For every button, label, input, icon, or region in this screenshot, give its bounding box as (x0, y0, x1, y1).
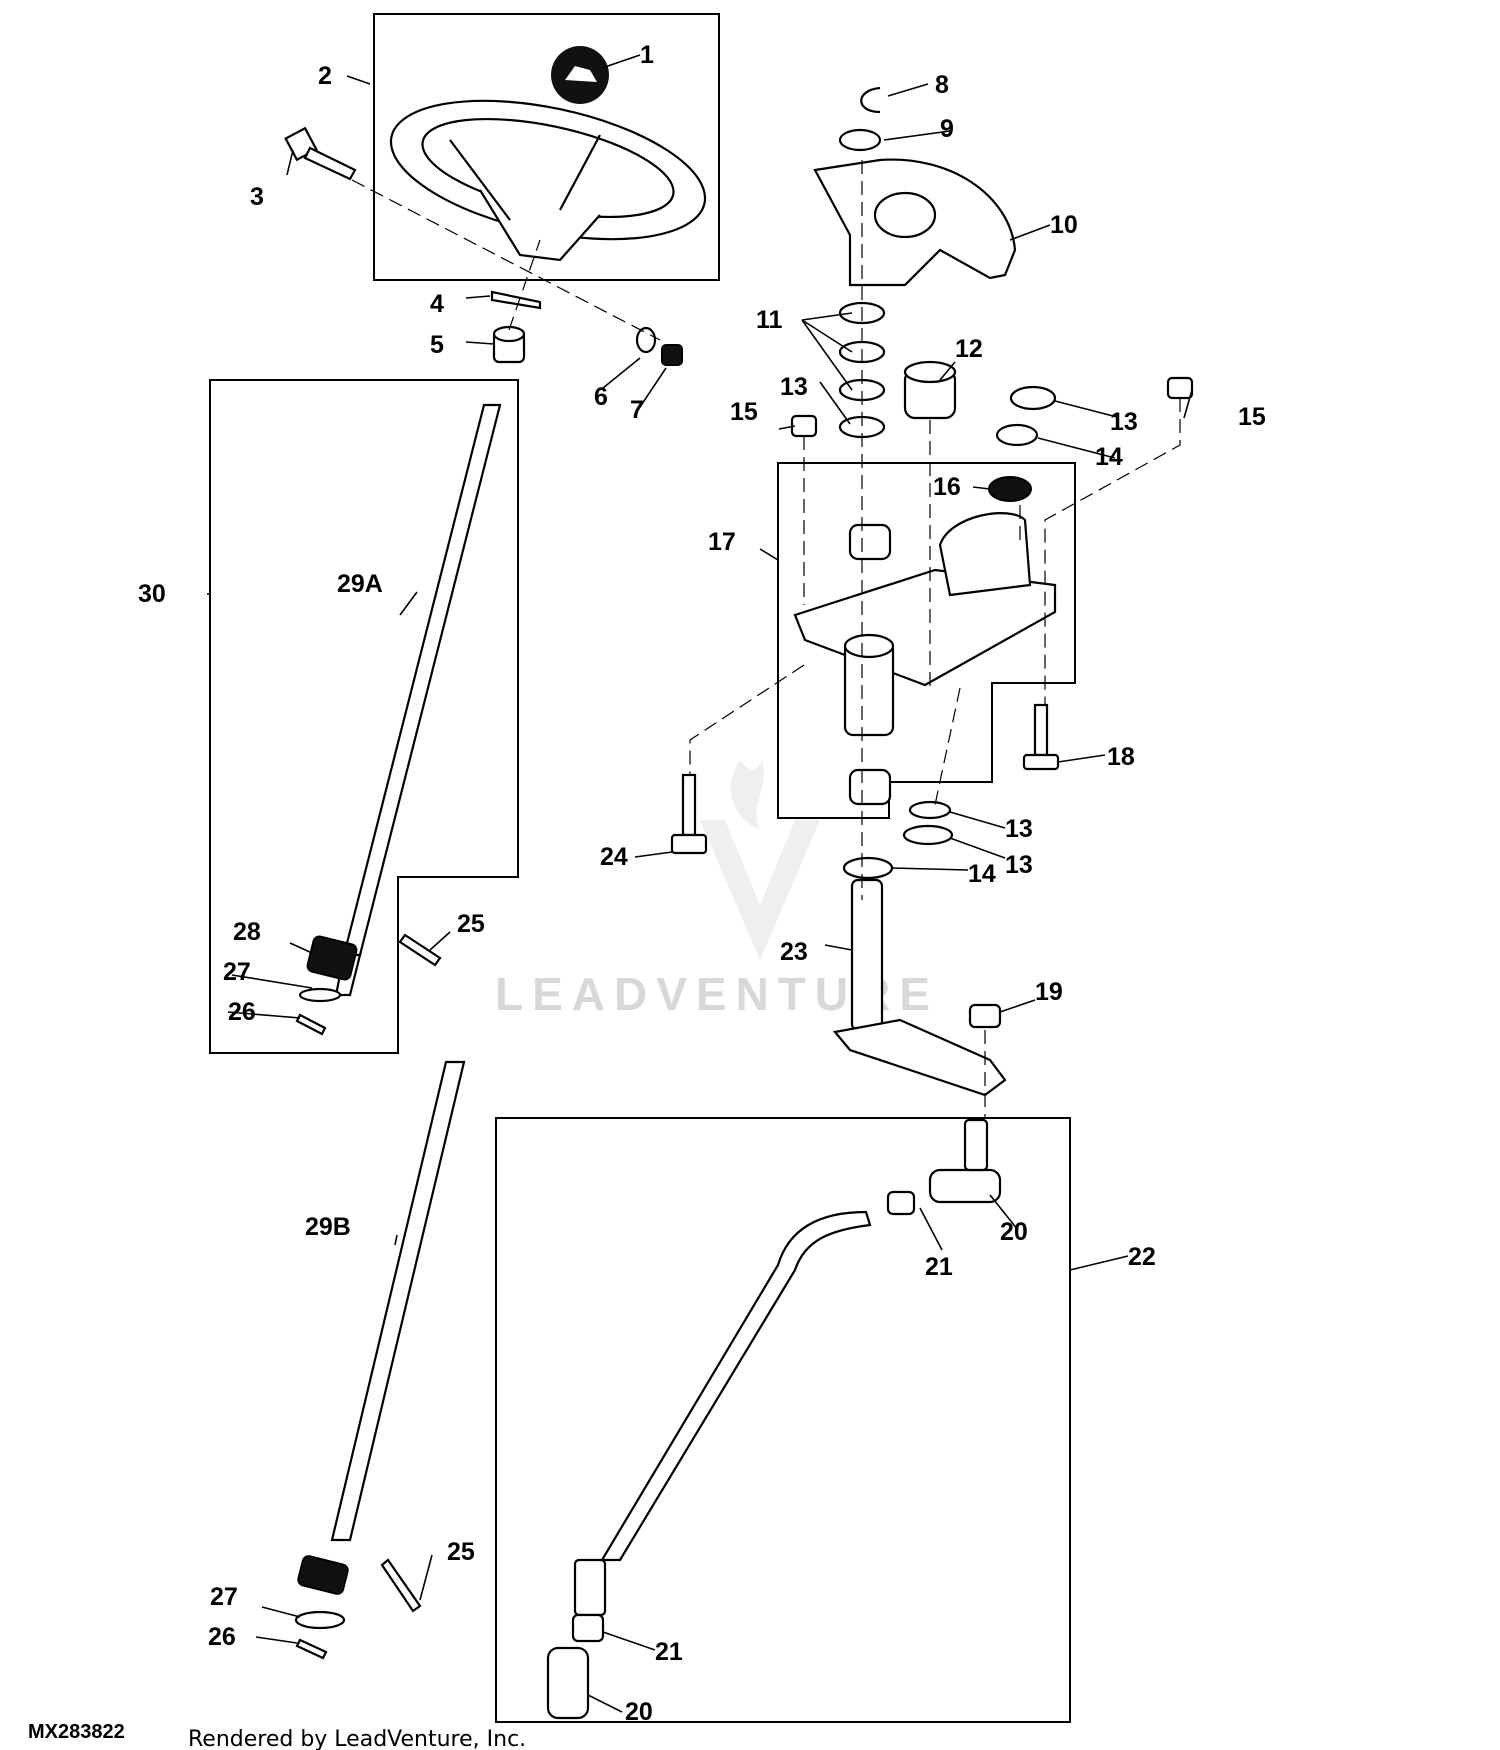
ball-joint-20b (546, 1646, 590, 1720)
nut-21b (571, 1613, 605, 1643)
bolt-3 (284, 126, 357, 181)
callout-28: 28 (233, 918, 261, 946)
callout-27b: 27 (210, 1583, 238, 1611)
callout-30: 30 (138, 580, 166, 608)
washer-13d (902, 824, 954, 846)
callout-14b: 14 (968, 860, 996, 888)
john-deere-logo-cap (551, 46, 609, 104)
callout-1: 1 (640, 41, 654, 69)
washer-27b (294, 1610, 346, 1630)
callout-8: 8 (935, 71, 949, 99)
callout-21b: 21 (655, 1638, 683, 1666)
callout-17: 17 (708, 528, 736, 556)
callout-25b: 25 (447, 1538, 475, 1566)
steering-shaft-29b (297, 1060, 466, 1595)
callout-29b: 29B (305, 1213, 351, 1241)
washer-9 (838, 128, 882, 152)
cotter-pin-25b (380, 1558, 422, 1613)
callout-20a: 20 (1000, 1218, 1028, 1246)
washer-13b (1009, 385, 1057, 411)
assembly-line (508, 239, 541, 331)
callout-13a: 13 (780, 373, 808, 401)
assembly-line (934, 687, 961, 806)
assembly-line (1044, 398, 1181, 705)
callout-24: 24 (600, 843, 628, 871)
pivot-arm-23 (832, 878, 1007, 1097)
drag-link-22 (573, 1210, 872, 1617)
pin-26b (295, 1638, 328, 1660)
bolt-18 (1022, 703, 1060, 771)
spacer-12 (903, 360, 957, 420)
callout-14a: 14 (1095, 443, 1123, 471)
nut-15b (1166, 376, 1194, 400)
e-clip-8 (860, 86, 881, 114)
callout-7: 7 (630, 396, 644, 424)
bearing-16 (988, 476, 1032, 502)
sector-gear-10 (813, 158, 1017, 287)
callout-20b: 20 (625, 1698, 653, 1726)
nut-7 (661, 344, 683, 366)
callout-3: 3 (250, 183, 264, 211)
callout-21a: 21 (925, 1253, 953, 1281)
bushing-upper (848, 523, 892, 561)
bushing-5 (492, 325, 526, 364)
callout-18: 18 (1107, 743, 1135, 771)
callout-23: 23 (780, 938, 808, 966)
assembly-line (689, 664, 805, 775)
callout-16: 16 (933, 473, 961, 501)
drag-link-frame (495, 1117, 1071, 1723)
render-credit: Rendered by LeadVenture, Inc. (188, 1727, 526, 1750)
steering-support-frame (777, 462, 1076, 819)
callout-25a: 25 (457, 910, 485, 938)
callout-10: 10 (1050, 211, 1078, 239)
steering-shaft-29a (306, 403, 502, 997)
watermark-logo (700, 760, 820, 960)
callout-5: 5 (430, 331, 444, 359)
callout-15a: 15 (730, 398, 758, 426)
pin-26a (295, 1013, 327, 1036)
washer-14b (842, 856, 894, 880)
cotter-pin-25a (398, 933, 442, 967)
cotter-pin-4 (490, 290, 542, 310)
leader-line (207, 54, 1193, 1713)
bolt-24 (670, 773, 708, 855)
callout-9: 9 (940, 115, 954, 143)
callout-26b: 26 (208, 1623, 236, 1651)
nut-21a (886, 1190, 916, 1216)
callout-19: 19 (1035, 978, 1063, 1006)
steering-wheel (389, 99, 707, 262)
callout-6: 6 (594, 383, 608, 411)
steering-support-17 (793, 512, 1057, 737)
callout-2: 2 (318, 62, 332, 90)
washer-6 (635, 326, 657, 354)
callout-4: 4 (430, 290, 444, 318)
assembly-line (351, 179, 661, 341)
callout-13c: 13 (1005, 815, 1033, 843)
callout-26a: 26 (228, 998, 256, 1026)
callout-27a: 27 (223, 958, 251, 986)
callout-13b: 13 (1110, 408, 1138, 436)
washer-27a (298, 987, 342, 1003)
callout-11: 11 (756, 306, 783, 334)
callout-29a: 29A (337, 570, 383, 598)
nut-19 (968, 1003, 1002, 1029)
steering-wheel-frame (373, 13, 720, 281)
callout-22: 22 (1128, 1243, 1156, 1271)
callout-12: 12 (955, 335, 983, 363)
figure-id: MX283822 (28, 1721, 125, 1743)
bushing-lower (848, 768, 892, 806)
callout-13d: 13 (1005, 851, 1033, 879)
callout-15b: 15 (1238, 403, 1266, 431)
nut-15a (790, 414, 818, 438)
washer-14a (995, 423, 1039, 447)
washer-13c (908, 800, 952, 820)
steering-shaft-frame (209, 379, 519, 1054)
ball-joint-20a (928, 1118, 1002, 1204)
